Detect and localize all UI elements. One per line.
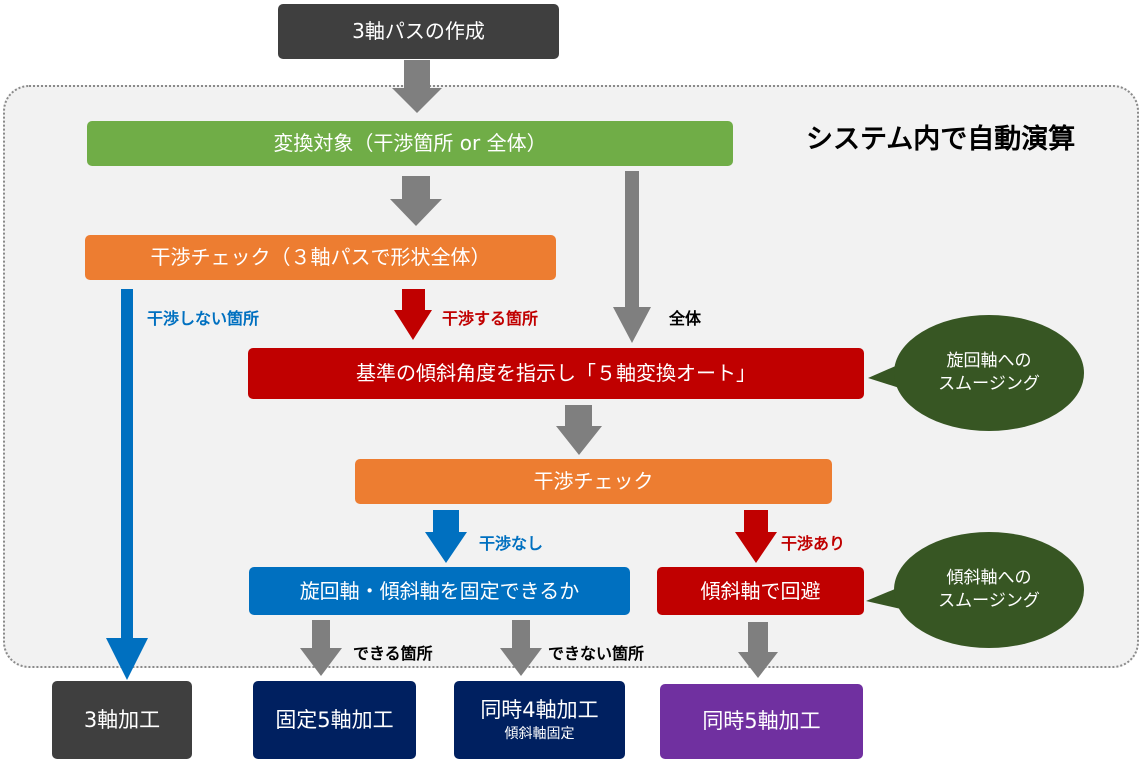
edge-label-cannot-area: できない箇所 <box>548 644 645 663</box>
output-fixed-5axis-label: 固定5軸加工 <box>275 707 394 732</box>
arrow-start-to-target <box>392 60 442 113</box>
check1-node-label: 干渉チェック（３軸パスで形状全体） <box>150 245 491 269</box>
avoid-node: 傾斜軸で回避 <box>657 567 864 615</box>
avoid-node-label: 傾斜軸で回避 <box>700 578 821 603</box>
callout-rotation-smoothing-line1: 旋回軸への <box>946 351 1032 372</box>
fix-question-node-label: 旋回軸・傾斜軸を固定できるか <box>299 578 580 603</box>
region-title: システム内で自動演算 <box>806 124 1076 155</box>
check1-node: 干渉チェック（３軸パスで形状全体） <box>85 235 556 280</box>
callout-rotation-smoothing-bubble <box>894 315 1084 431</box>
output-simultaneous-5axis-label: 同時5軸加工 <box>702 709 821 734</box>
arrow-can-area <box>300 620 342 676</box>
check2-node: 干渉チェック <box>355 459 832 504</box>
target-node: 変換対象（干渉箇所 or 全体） <box>87 121 733 166</box>
arrow-avoid-to-sim5 <box>738 622 778 678</box>
arrow-no-interference <box>425 510 467 563</box>
edge-label-has-interference: 干渉あり <box>781 534 846 553</box>
arrow-no-interference-area <box>106 289 148 680</box>
output-simultaneous-4axis-sublabel: 傾斜軸固定 <box>504 725 575 742</box>
output-3axis: 3軸加工 <box>52 681 192 759</box>
fix-question-node: 旋回軸・傾斜軸を固定できるか <box>249 567 630 615</box>
arrow-interference-area <box>394 289 432 340</box>
arrow-target-to-check1 <box>390 176 442 226</box>
callout-tilt-smoothing-line2: スムージング <box>938 591 1040 611</box>
arrow-has-interference <box>735 510 777 563</box>
check2-node-label: 干渉チェック <box>533 469 654 493</box>
arrow-cannot-area <box>500 620 542 676</box>
arrow-whole <box>613 171 651 343</box>
callout-tilt-smoothing-line1: 傾斜軸への <box>946 568 1032 589</box>
edge-label-no-interference: 干渉なし <box>479 534 544 553</box>
edge-label-can-area: できる箇所 <box>353 644 433 663</box>
output-simultaneous-5axis: 同時5軸加工 <box>660 684 863 759</box>
edge-label-interference-area: 干渉する箇所 <box>442 309 539 328</box>
start-node-label: 3軸パスの作成 <box>352 19 485 43</box>
output-simultaneous-4axis-label: 同時4軸加工 <box>480 698 599 723</box>
callout-rotation-smoothing: 旋回軸への スムージング <box>904 335 1074 411</box>
callout-tilt-smoothing: 傾斜軸への スムージング <box>904 552 1074 628</box>
output-3axis-label: 3軸加工 <box>83 707 161 732</box>
edge-label-no-interference-area: 干渉しない箇所 <box>147 309 260 328</box>
output-fixed-5axis: 固定5軸加工 <box>253 681 416 759</box>
callout-tilt-smoothing-bubble <box>894 532 1084 648</box>
callout-rotation-smoothing-line2: スムージング <box>938 374 1040 394</box>
output-simultaneous-4axis: 同時4軸加工 傾斜軸固定 <box>454 681 625 759</box>
edge-label-whole: 全体 <box>669 309 702 328</box>
target-node-label: 変換対象（干渉箇所 or 全体） <box>273 131 547 155</box>
arrow-convert-to-check2 <box>556 405 602 455</box>
convert-node-label: 基準の傾斜角度を指示し「５軸変換オート」 <box>356 361 756 385</box>
convert-node: 基準の傾斜角度を指示し「５軸変換オート」 <box>248 348 864 399</box>
start-node: 3軸パスの作成 <box>278 4 559 59</box>
